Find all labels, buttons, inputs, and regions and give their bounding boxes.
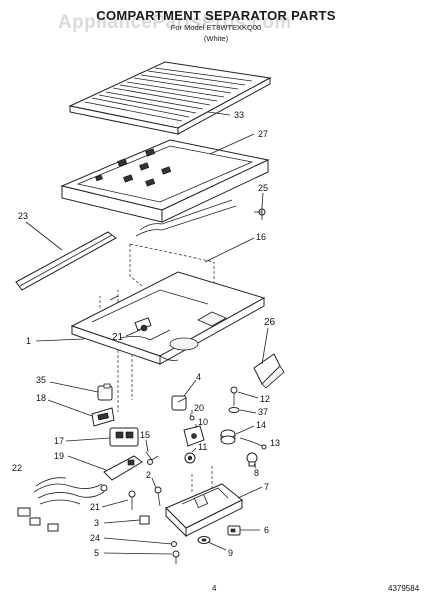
part-18-bezel: [91, 407, 115, 427]
watermark: AppliancePartsPros.com: [58, 12, 292, 33]
callout-24: 24: [90, 533, 100, 543]
part-5-screw: [172, 550, 180, 564]
callout-6: 6: [264, 525, 269, 535]
model-subtitle: For Model ET8WTEXKQ00: [170, 23, 262, 32]
callout-15: 15: [140, 430, 150, 440]
callout-12: 12: [260, 394, 270, 404]
part-22-wire-harness: [17, 477, 108, 532]
diagram-title: COMPARTMENT SEPARATOR PARTS: [96, 8, 336, 23]
part-37-washer: [228, 407, 240, 413]
part-3-clip: [139, 515, 150, 525]
part-6-connector: [227, 525, 241, 536]
part-25-screw: [254, 205, 266, 220]
part-21-screw-lower: [128, 490, 136, 510]
callout-5: 5: [94, 548, 99, 558]
part-9-grommet: [197, 536, 211, 544]
part-10-baffle: [183, 425, 205, 447]
callout-33: 33: [234, 110, 244, 120]
part-23-strip: [15, 231, 117, 291]
callout-22: 22: [12, 463, 22, 473]
callout-26: 26: [264, 317, 276, 328]
part-16-wire: [129, 243, 215, 290]
part-20-pin: [189, 413, 195, 421]
callout-37: 37: [258, 407, 268, 417]
color-note: (White): [203, 34, 229, 43]
callout-11: 11: [198, 442, 207, 452]
callout-19: 19: [54, 451, 64, 461]
callout-2: 2: [146, 470, 151, 480]
callout-18: 18: [36, 393, 46, 403]
part-13-wire-lead: [239, 437, 267, 450]
callout-27: 27: [258, 129, 268, 139]
part-15-clip: [145, 451, 159, 465]
part-11-gear: [184, 452, 196, 464]
callout-7: 7: [264, 482, 269, 492]
part-4-damper-housing: [171, 395, 187, 411]
page-number: 4: [212, 584, 217, 593]
part-1-separator-plate: [70, 271, 266, 412]
part-2-screw: [154, 486, 162, 507]
callout-21-upper: 21: [112, 332, 124, 343]
callout-13: 13: [270, 438, 280, 448]
part-12-screw: [230, 386, 238, 406]
callout-9: 9: [228, 548, 233, 558]
callout-35: 35: [36, 375, 46, 385]
part-24-screw: [171, 541, 177, 547]
part-19-bracket: [103, 455, 143, 481]
callout-labels: 33 27 25 23 16 1 21 26 35 4 12 18 37 20 …: [12, 110, 280, 558]
callout-1: 1: [26, 336, 31, 346]
part-17-control-housing: [109, 427, 139, 447]
callout-8: 8: [254, 468, 259, 478]
part-33-grille: [68, 61, 272, 135]
part-27-frame: [60, 139, 270, 237]
part-7-base-housing: [165, 466, 243, 538]
callout-10: 10: [198, 417, 208, 427]
callout-25: 25: [258, 183, 268, 193]
callout-16: 16: [256, 232, 266, 242]
callout-14: 14: [256, 420, 266, 430]
callout-4: 4: [196, 372, 201, 382]
part-14-spool: [220, 429, 236, 445]
callout-23: 23: [18, 211, 28, 221]
leader-lines: [25, 111, 269, 555]
callout-20: 20: [194, 403, 204, 413]
part-35-knob: [97, 383, 113, 401]
callout-3: 3: [94, 518, 99, 528]
part-26-wedge: [253, 353, 285, 389]
callout-17: 17: [54, 436, 64, 446]
part-8-bulb: [246, 452, 258, 467]
callout-21-lower: 21: [90, 502, 100, 512]
document-part-number: 4379584: [388, 584, 420, 593]
